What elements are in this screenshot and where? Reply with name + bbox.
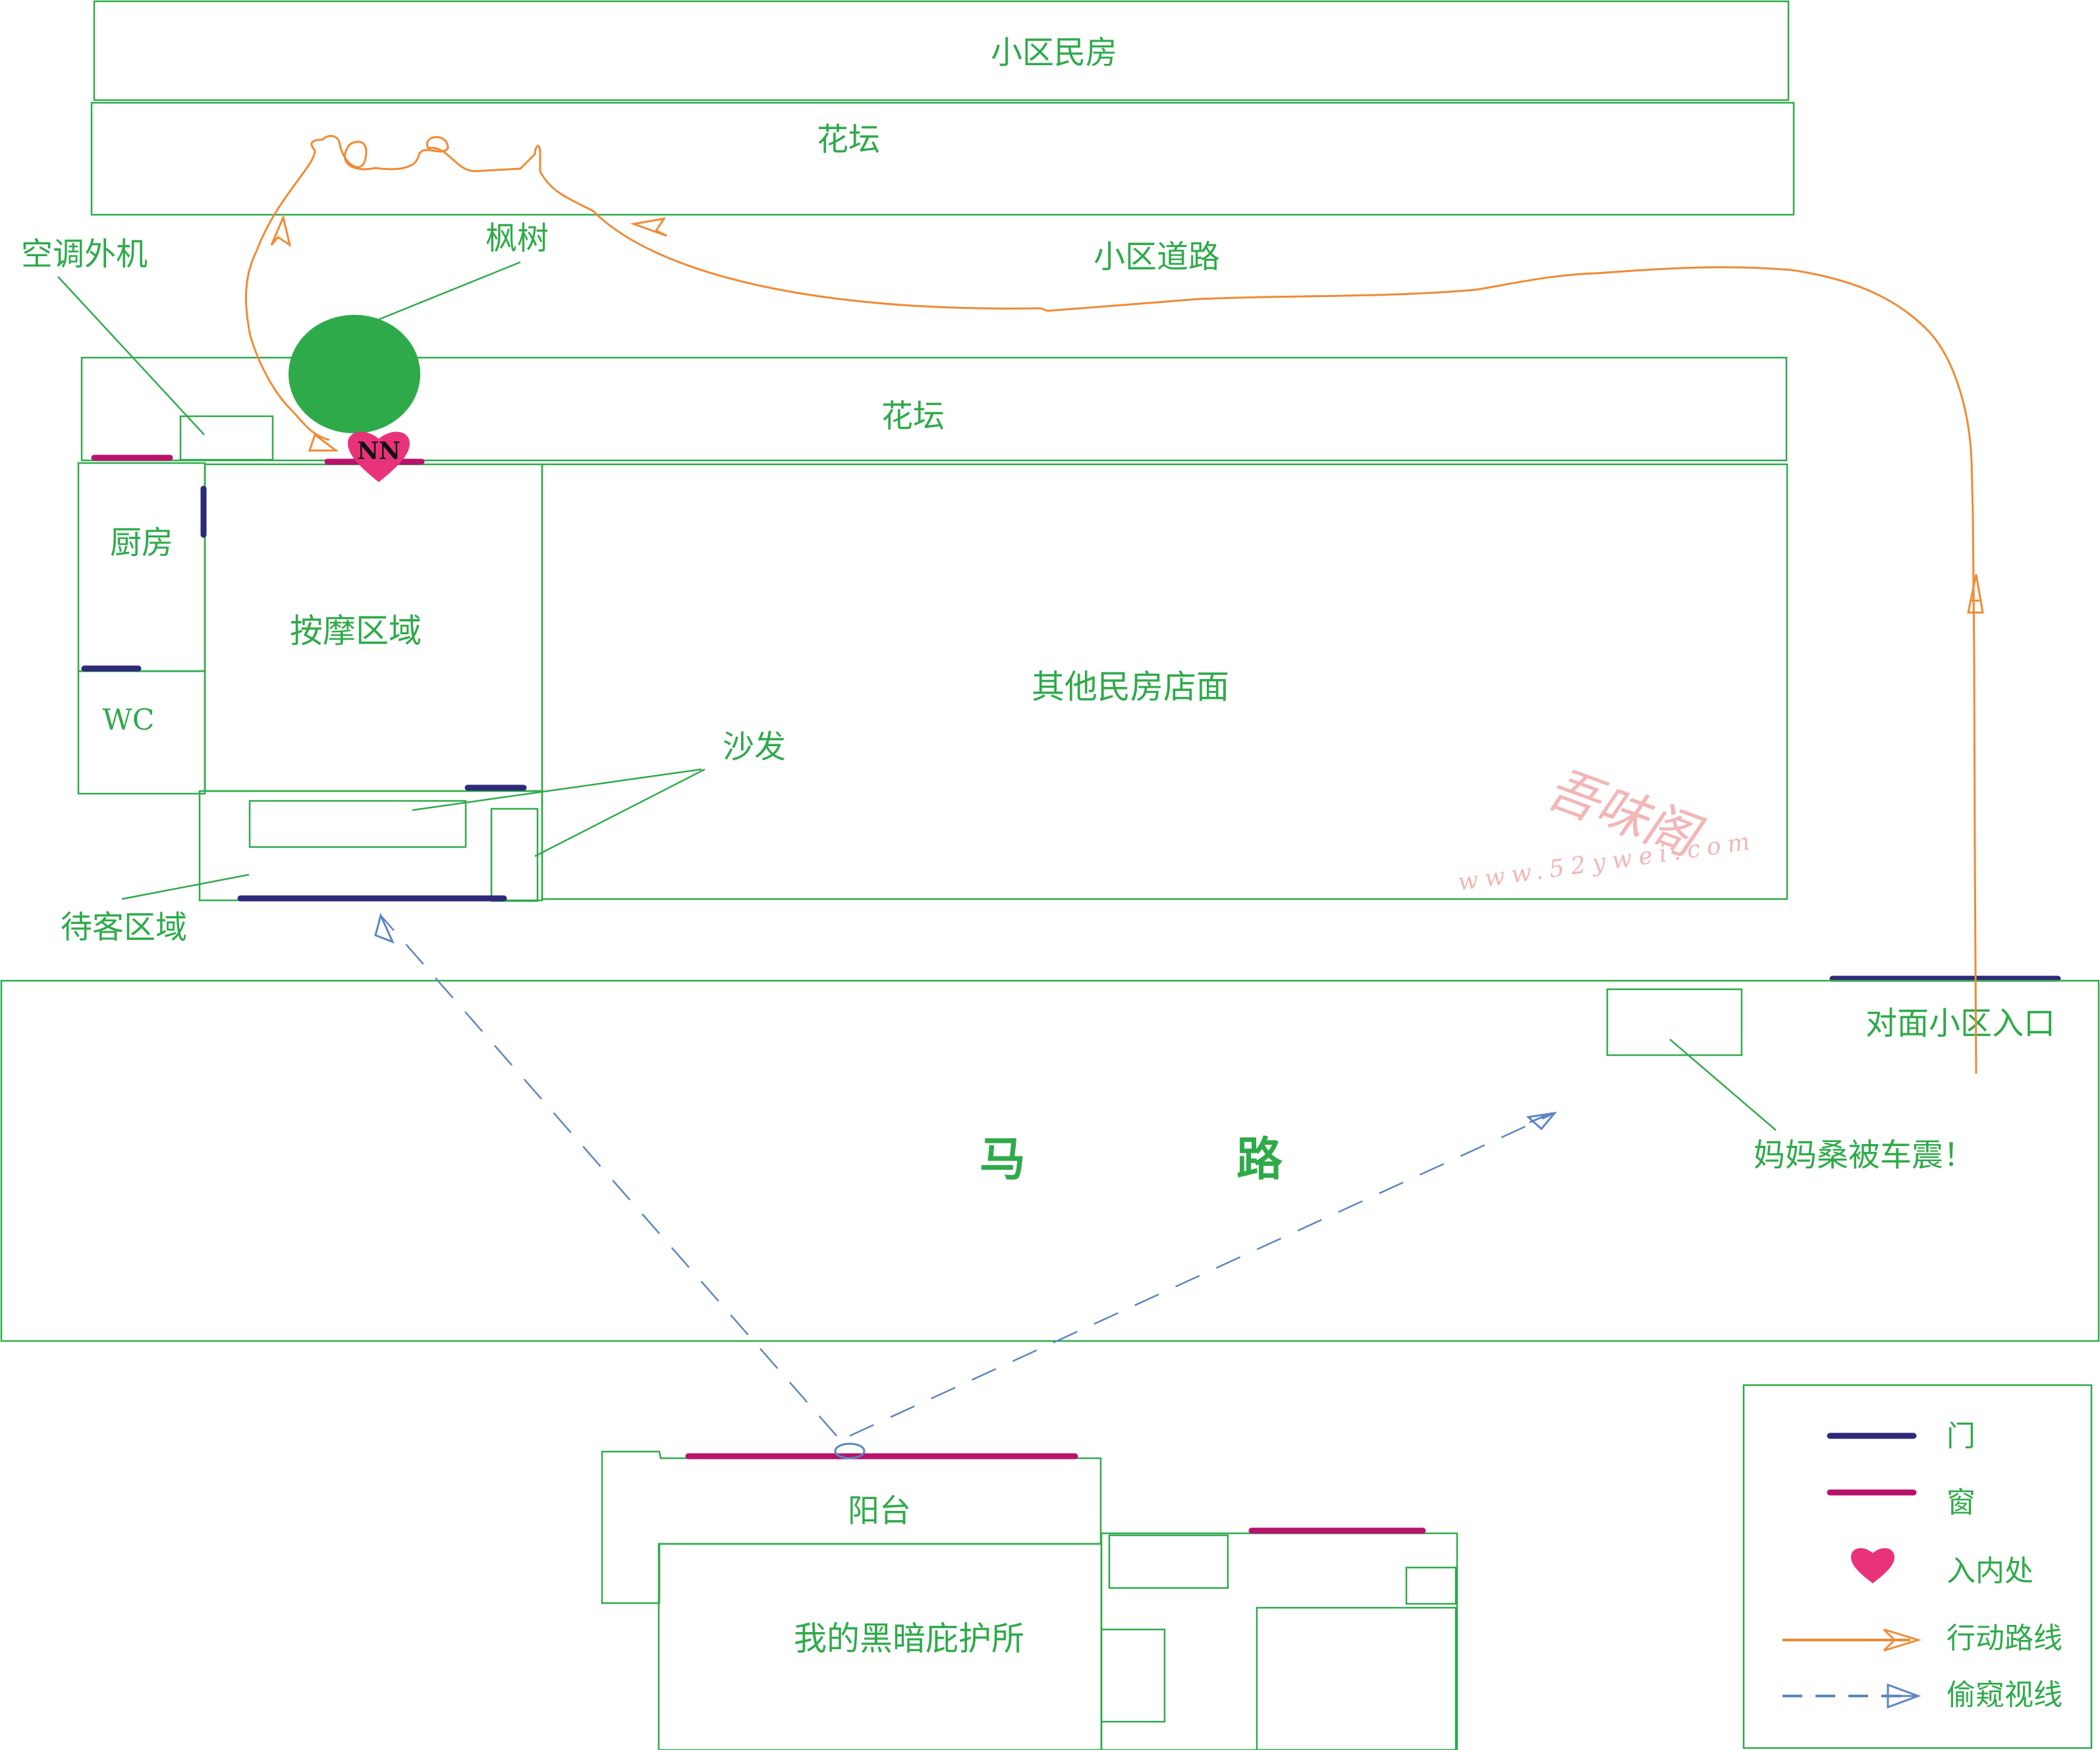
legend-entry-label: 入内处 (1947, 1554, 2033, 1588)
legend-heart-icon (1851, 1548, 1894, 1583)
legend-sight-label: 偷窥视线 (1947, 1678, 2062, 1712)
neighbor-room-c (1405, 1566, 1457, 1605)
maple-leader (378, 261, 521, 321)
action-route (244, 134, 1977, 1074)
main-road-label-2: 路 (1236, 1132, 1283, 1186)
maple-tree (289, 315, 420, 433)
sight-line-car (849, 1112, 1555, 1437)
car-shake-leader (1669, 1039, 1777, 1131)
neighbor-room-b (1100, 1628, 1166, 1723)
waiting-label: 待客区域 (61, 909, 187, 946)
sofa-leader-1 (412, 768, 702, 811)
sofa-long (248, 800, 467, 848)
sight-arrow-car (1526, 1111, 1557, 1131)
car-shake-label: 妈妈桑被车震！ (1754, 1137, 1975, 1174)
entry-heart-icon (348, 431, 410, 482)
other-shops-label: 其他民房店面 (1032, 668, 1229, 706)
ac-unit-leader (57, 276, 205, 435)
neighbor-room-d (1256, 1606, 1457, 1750)
ac-unit-label: 空调外机 (21, 236, 148, 273)
flowerbed-top-label: 花坛 (817, 121, 880, 158)
flowerbed-mid (80, 356, 1788, 462)
legend-door-label: 门 (1947, 1419, 1976, 1453)
observer-eye-icon (834, 1442, 866, 1460)
maple-label: 枫树 (485, 220, 549, 257)
route-arrow-4 (308, 433, 339, 452)
residential-top-label: 小区民房 (991, 34, 1117, 71)
residential-top-block (93, 0, 1790, 101)
main-road-label-1: 马 (980, 1132, 1026, 1186)
wc-label: WC (103, 703, 155, 737)
route-arrow-3 (270, 214, 292, 248)
legend-route-arrow (1883, 1628, 1922, 1652)
sight-line-shop (380, 915, 837, 1436)
sofa-side (490, 807, 539, 902)
flowerbed-mid-label: 花坛 (881, 398, 945, 435)
sofa-leader-2 (534, 768, 705, 858)
legend-box (1742, 1384, 2093, 1749)
kitchen-label: 厨房 (110, 524, 173, 561)
other-shops (541, 463, 1788, 900)
balcony-label: 阳台 (848, 1492, 911, 1529)
community-road-label: 小区道路 (1093, 238, 1220, 275)
entry-mark-label: NN (357, 437, 401, 465)
massage-label: 按摩区域 (290, 612, 422, 650)
neighbor-room-a (1108, 1534, 1229, 1589)
route-arrow-1 (1967, 574, 1984, 614)
neighbor-block (1100, 1532, 1458, 1750)
shelter-label: 我的黑暗庇护所 (794, 1620, 1024, 1658)
opposite-entrance-label: 对面小区入口 (1865, 1005, 2055, 1042)
ac-unit-box (179, 415, 274, 461)
sight-arrow-shop (374, 912, 395, 944)
legend-window-label: 窗 (1947, 1486, 1976, 1519)
legend-sight-arrow (1887, 1683, 1921, 1709)
flowerbed-top (90, 101, 1795, 216)
parked-car-box (1606, 988, 1743, 1056)
main-road (0, 979, 2100, 1342)
route-arrow-2 (630, 217, 667, 237)
kitchen-room (77, 462, 206, 672)
waiting-leader (121, 873, 250, 900)
legend-route-label: 行动路线 (1947, 1622, 2062, 1655)
sofa-label: 沙发 (723, 728, 786, 765)
